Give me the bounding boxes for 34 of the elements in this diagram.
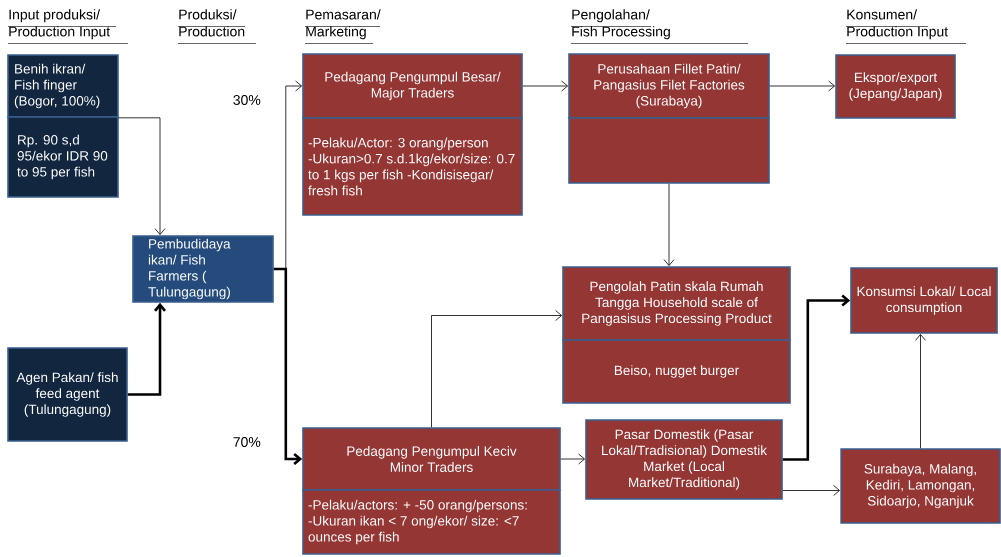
process-box: Benih ikran/ Fish finger (Bogor, 100%) bbox=[7, 54, 119, 118]
edge-label: 30% bbox=[231, 94, 262, 106]
process-box: Surabaya, Malang, Kediri, Lamongan, Sidoarjo, Nganjuk bbox=[840, 448, 1001, 524]
process-box: Pedagang Pengumpul Keciv Minor Traders bbox=[302, 427, 561, 491]
arrow bbox=[782, 294, 851, 461]
column-heading: Produksi/ Production bbox=[179, 9, 245, 37]
arrow bbox=[915, 334, 926, 449]
arrow bbox=[782, 485, 840, 496]
arrow bbox=[118, 117, 166, 235]
process-box: -Pelaku/Actor: 3 orang/person -Ukuran>0.7 s.d.1kg/ekor/size: 0.7 to 1 kgs per fish -Kondisisegar/ fresh fish bbox=[302, 117, 523, 216]
process-box: Beiso, nugget burger bbox=[562, 339, 791, 404]
process-box: Pembudidaya ikan/ Fish Farmers ( Tulungagung) bbox=[132, 235, 274, 303]
column-heading: Pengolahan/ Fish Processing bbox=[572, 9, 670, 40]
process-box: Agen Pakan/ fish feed agent (Tulungagung) bbox=[7, 347, 128, 442]
arrow bbox=[769, 80, 835, 92]
process-box: Rp. 90 s,d 95/ekor IDR 90 to 95 per fish bbox=[7, 116, 119, 198]
process-box: Pedagang Pengumpul Besar/ Major Traders bbox=[302, 53, 523, 119]
edge-label: 70% bbox=[231, 436, 262, 448]
arrow bbox=[663, 183, 675, 266]
process-box: Pengolah Patin skala Rumah Tangga Household scale of Pangasisus Processing Product bbox=[562, 266, 791, 341]
process-box: -Pelaku/actors: + -50 orang/persons: -Ukuran ikan < 7 ong/ekor/ size: <7 ounces per fish bbox=[302, 489, 561, 555]
arrow bbox=[560, 453, 585, 465]
arrow bbox=[273, 267, 303, 465]
empty-box bbox=[568, 117, 770, 184]
arrow bbox=[127, 302, 166, 396]
column-heading: Konsumen/ Production Input bbox=[847, 9, 949, 40]
process-box: Ekspor/export (Jepang/Japan) bbox=[835, 54, 956, 119]
arrow bbox=[431, 310, 562, 428]
arrow bbox=[522, 80, 568, 92]
column-heading: Input produksi/ Production Input bbox=[9, 9, 111, 40]
column-heading: Pemasaran/ Marketing bbox=[306, 9, 381, 40]
process-box: Perusahaan Fillet Patin/ Pangasius Filet Factories (Surabaya) bbox=[568, 53, 770, 119]
process-box: Pasar Domestik (Pasar Lokal/Tradisional) Domestik Market (Local Market/Traditional) bbox=[585, 419, 783, 500]
process-box: Konsumsi Lokal/ Local consumption bbox=[850, 267, 998, 334]
